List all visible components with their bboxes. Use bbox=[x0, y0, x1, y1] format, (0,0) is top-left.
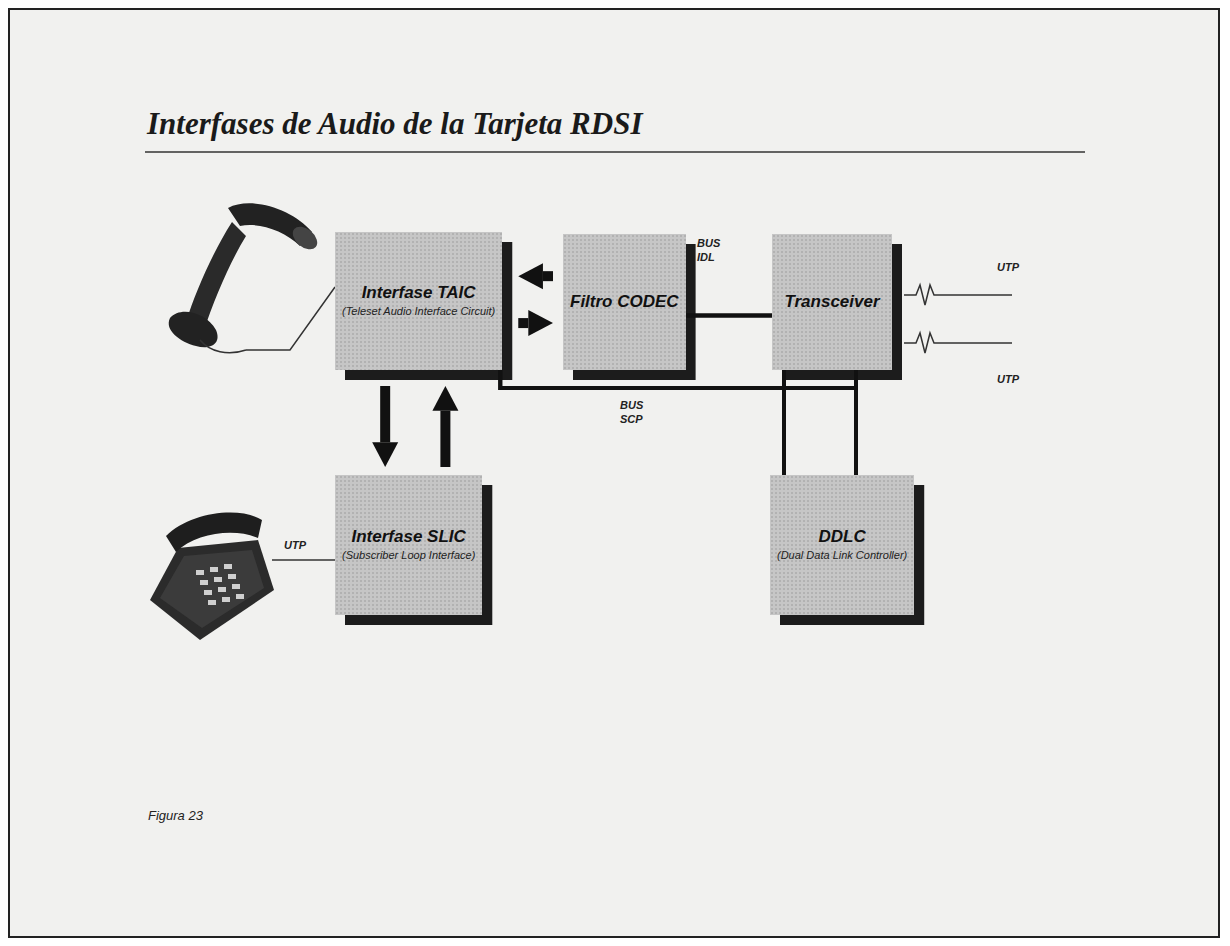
connector bbox=[500, 370, 856, 388]
block-box: DDLC (Dual Data Link Controller) bbox=[770, 475, 914, 615]
connector bbox=[432, 386, 458, 467]
bus-label: BUS SCP bbox=[620, 398, 660, 427]
connector bbox=[500, 370, 856, 475]
block-name: DDLC bbox=[819, 527, 866, 547]
block-box: Filtro CODEC bbox=[563, 234, 686, 370]
utp-line bbox=[904, 285, 1012, 353]
block-box: Interfase SLIC (Subscriber Loop Interface… bbox=[335, 475, 482, 615]
connector bbox=[686, 316, 784, 475]
block-description: (Subscriber Loop Interface) bbox=[342, 549, 475, 563]
bus-label: UTP bbox=[997, 260, 1037, 274]
block-box: Transceiver bbox=[772, 234, 892, 370]
connector bbox=[518, 263, 553, 289]
diagram-title: Interfases de Audio de la Tarjeta RDSI bbox=[147, 106, 642, 142]
title-rule bbox=[145, 151, 1085, 153]
block-box: Interfase TAIC (Teleset Audio Interface C… bbox=[335, 232, 502, 370]
block-name: Interfase SLIC bbox=[351, 527, 465, 547]
block-description: (Dual Data Link Controller) bbox=[777, 549, 907, 563]
bus-label: UTP bbox=[284, 538, 324, 552]
connector bbox=[372, 386, 398, 467]
page-frame bbox=[8, 8, 1220, 938]
block-name: Filtro CODEC bbox=[570, 292, 679, 312]
block-description: (Teleset Audio Interface Circuit) bbox=[342, 305, 495, 319]
handset-icon bbox=[169, 203, 335, 352]
block-name: Transceiver bbox=[784, 292, 879, 312]
block-name: Interfase TAIC bbox=[362, 283, 476, 303]
figure-caption: Figura 23 bbox=[148, 808, 203, 823]
bus-label: UTP bbox=[997, 372, 1037, 386]
bus-label: BUS IDL bbox=[697, 236, 737, 265]
desk-phone-icon bbox=[150, 513, 335, 640]
connector bbox=[518, 310, 553, 336]
